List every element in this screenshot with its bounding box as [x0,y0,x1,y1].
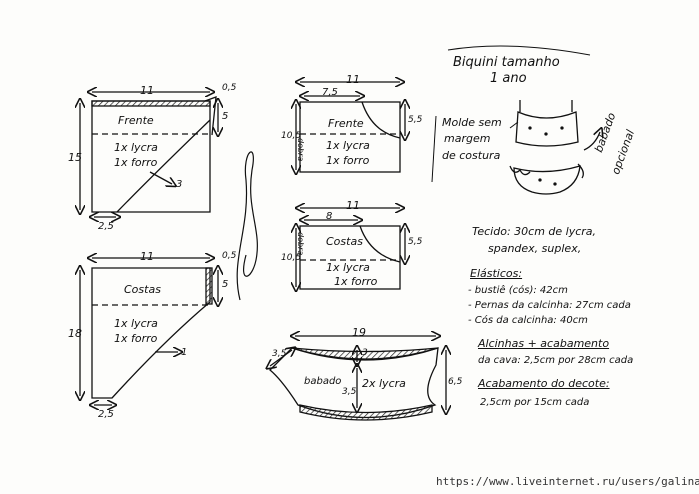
frente-big-top-right: 0,5 [222,83,237,93]
costas-top-fold: dobra [296,232,305,256]
frente-top-side: 5,5 [408,115,423,125]
mold-note-2: margem [444,132,491,145]
materials-elasticos: Elásticos: [470,267,523,280]
costas-big-height: 18 [68,327,82,340]
costas-big-side: 5 [222,279,229,290]
signature [236,151,258,301]
materials-tecido2: spandex, suplex, [488,242,582,255]
babado-width: 19 [352,326,366,339]
mold-note-1: Molde sem [442,116,502,129]
costas-top-name: Costas [326,235,363,248]
babado-mid: 3,5 [342,387,357,397]
costas-top-width: 11 [346,199,360,212]
title-line1: Biquini tamanho [453,55,560,70]
materials-e2: - Pernas da calcinha: 27cm cada [468,300,631,311]
mold-note-3: de costura [442,149,501,162]
frente-big-mark: 3 [176,179,183,190]
frente-top-piece [296,82,405,172]
materials-alcinhas1: Alcinhas + acabamento [478,337,610,350]
materials-tecido: Tecido: 30cm de lycra, [472,225,597,238]
materials-e1: - bustiê (cós): 42cm [468,285,568,296]
babado-line1: 2x lycra [362,377,406,390]
title-line2: 1 ano [490,71,527,86]
frente-big-name: Frente [118,114,154,127]
costas-big-bottom: 2,5 [98,409,114,420]
materials-alcinhas2: da cava: 2,5cm por 28cm cada [478,355,634,366]
materials-e3: - Cós da calcinha: 40cm [468,315,588,326]
frente-big-line2: 1x forro [114,156,158,169]
costas-top-line2: 1x forro [334,275,378,288]
babado-piece [270,336,446,421]
costas-top-inner: 8 [326,211,333,222]
frente-top-height: 10,5 [281,131,302,141]
costas-big-mark: 1 [181,347,188,358]
frente-top-line1: 1x lycra [326,139,370,152]
costas-top-side: 5,5 [408,237,423,247]
frente-top-fold: dobra [296,138,305,162]
frente-top-width: 11 [346,73,360,86]
costas-top-piece [296,208,405,289]
materials-decote1: Acabamento do decote: [478,377,610,390]
frente-big-height: 15 [68,151,82,164]
costas-big-piece [80,258,218,405]
frente-big-bottom: 2,5 [98,221,114,232]
babado-right: 6,5 [448,377,463,387]
babado-top: 3 [362,348,368,358]
bikini-illustration [509,100,600,195]
frente-top-line2: 1x forro [326,154,370,167]
frente-top-name: Frente [328,117,364,130]
costas-top-line1: 1x lycra [326,261,370,274]
frente-big-side: 5 [222,111,229,122]
costas-big-width: 11 [140,250,154,263]
watermark-url: https://www.liveinternet.ru/users/galina… [436,475,699,488]
materials-decote2: 2,5cm por 15cm cada [480,397,590,408]
babado-name: babado [304,376,342,387]
frente-top-inner: 7,5 [322,87,338,98]
frente-big-line1: 1x lycra [114,141,158,154]
costas-big-name: Costas [124,283,161,296]
costas-top-height: 10,5 [281,253,302,263]
frente-big-width: 11 [140,84,154,97]
frente-big-piece [80,92,218,217]
babado-left: 3,5 [272,349,287,359]
costas-big-line1: 1x lycra [114,317,158,330]
costas-big-top-right: 0,5 [222,251,237,261]
costas-big-line2: 1x forro [114,332,158,345]
